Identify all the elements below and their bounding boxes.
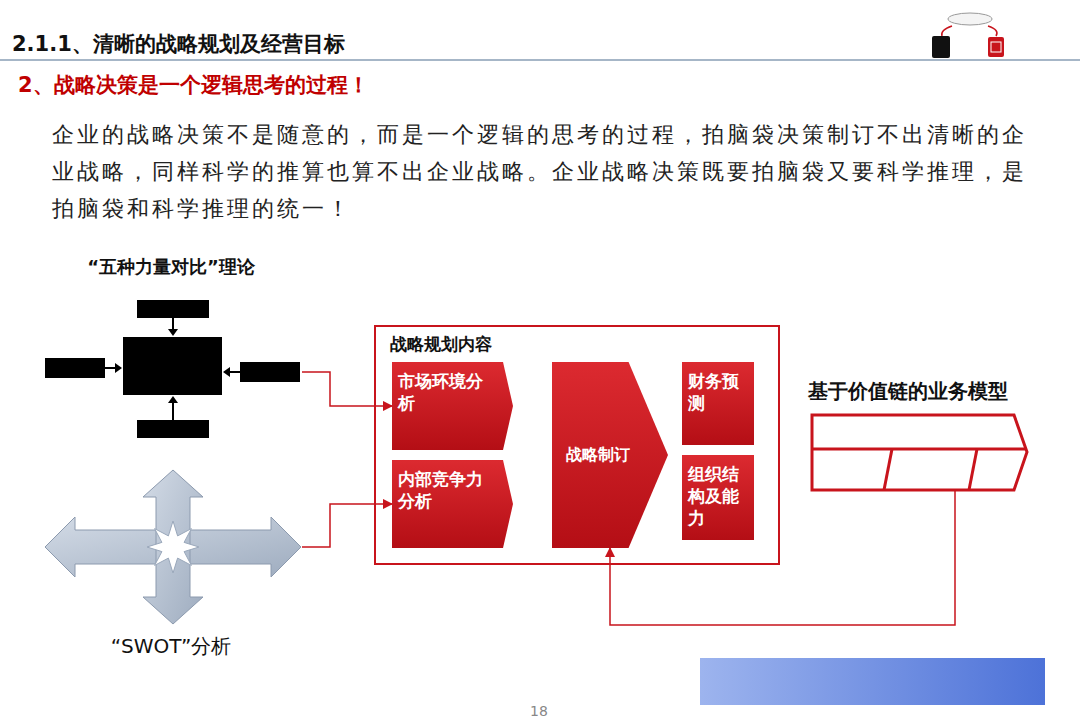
connector <box>302 504 392 547</box>
force-bar <box>45 358 105 378</box>
value-chain-divider <box>812 448 1026 451</box>
box-text: 市场环境分析 <box>398 370 499 414</box>
header-rule <box>0 59 1080 60</box>
five-forces-node: “五种力量对比”理论 <box>40 255 302 440</box>
five-forces-figure <box>45 300 300 438</box>
box-fill <box>552 362 668 548</box>
force-bar <box>137 420 209 438</box>
icon-square <box>932 36 950 58</box>
result-box: 财务预测 <box>682 362 754 445</box>
value-chain-figure <box>812 415 1027 490</box>
page-number: 18 <box>530 703 548 719</box>
force-center <box>123 337 222 395</box>
box-text: 内部竞争力分析 <box>398 468 499 512</box>
force-arrow-head <box>168 329 178 336</box>
box-fill <box>392 460 513 548</box>
subtitle: 2、战略决策是一个逻辑思考的过程！ <box>18 71 369 99</box>
icon-document <box>988 37 1004 57</box>
slide-title: 2.1.1、清晰的战略规划及经营目标 <box>12 30 345 58</box>
strategy-container: 战略规划内容市场环境分析内部竞争力分析 战略制订 财务预测组织结构及能力 <box>374 325 780 565</box>
box-text: 财务预测 <box>688 370 748 414</box>
force-arrow <box>172 403 174 420</box>
blue-band <box>700 658 1045 705</box>
box-text: 组织结构及能力 <box>688 463 748 529</box>
strategy-chevron: 战略制订 <box>552 362 668 548</box>
icon-document-lines <box>991 42 1001 52</box>
result-box: 组织结构及能力 <box>682 455 754 540</box>
box-text: 战略制订 <box>558 445 638 466</box>
process-box: 市场环境分析 <box>392 362 513 450</box>
box-fill <box>682 362 754 445</box>
body-paragraph: 企业的战略决策不是随意的，而是一个逻辑的思考的过程，拍脑袋决策制订不出清晰的企业… <box>52 116 1042 227</box>
swot-arrow-horizontal <box>45 517 301 577</box>
force-bar <box>137 300 209 318</box>
corner-icon <box>932 13 1004 58</box>
force-bar <box>240 362 300 382</box>
value-chain-divider <box>884 449 892 490</box>
node-heading: “五种力量对比”理论 <box>40 255 302 279</box>
icon-oval <box>948 13 992 25</box>
node-heading: 战略规划内容 <box>390 333 778 356</box>
force-arrow-head <box>115 363 122 373</box>
box-fill <box>682 455 754 540</box>
connector <box>302 372 392 406</box>
value-chain-node: 基于价值链的业务模型 <box>805 378 1030 490</box>
force-arrow <box>105 367 116 369</box>
connector <box>610 490 955 625</box>
process-box: 内部竞争力分析 <box>392 460 513 548</box>
swot-arrow-vertical <box>143 470 203 624</box>
force-arrow-head <box>168 396 178 403</box>
icon-curve <box>942 26 952 36</box>
force-arrow-head <box>223 367 230 377</box>
box-fill <box>392 362 513 450</box>
icon-curve <box>988 26 997 36</box>
swot-burst <box>147 521 199 573</box>
force-arrow <box>172 318 174 330</box>
value-chain-outline <box>812 415 1027 490</box>
value-chain-divider <box>969 449 977 490</box>
force-arrow <box>229 371 240 373</box>
swot-node: “SWOT”分析 <box>40 468 302 660</box>
node-heading: 基于价值链的业务模型 <box>808 378 1030 405</box>
node-heading: “SWOT”分析 <box>40 633 302 660</box>
swot-figure <box>45 470 301 624</box>
